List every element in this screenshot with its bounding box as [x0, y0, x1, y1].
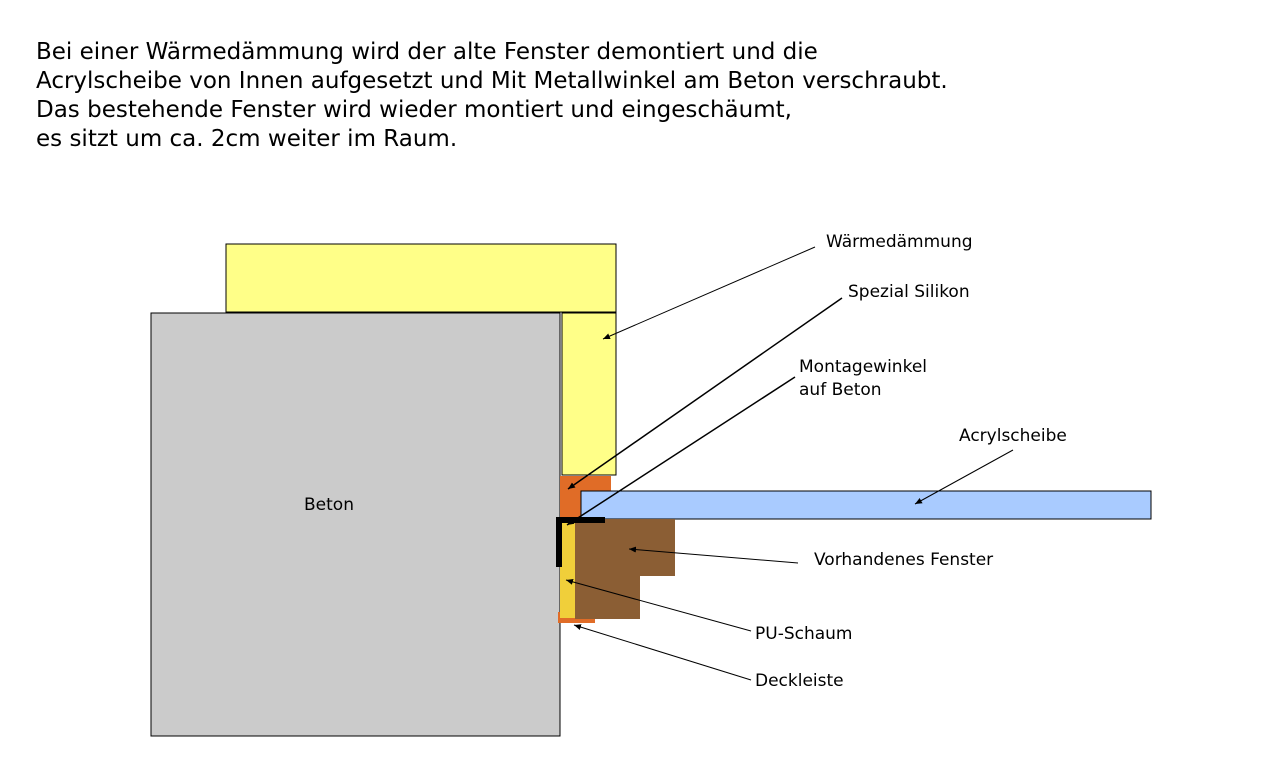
label-waermedaemmung: Wärmedämmung — [826, 232, 973, 252]
vorhandenes-fenster — [575, 519, 675, 619]
label-pu-schaum: PU-Schaum — [755, 624, 853, 644]
acrylscheibe — [580, 490, 1152, 520]
description-line-4: es sitzt um ca. 2cm weiter im Raum. — [36, 126, 458, 152]
montagewinkel — [556, 517, 605, 567]
leader-waermedaemmung — [602, 246, 816, 340]
label-beton: Beton — [304, 495, 354, 515]
leader-acrylscheibe — [914, 449, 1014, 505]
leader-vorhandenes-fenster — [628, 546, 799, 564]
label-acrylscheibe: Acrylscheibe — [959, 426, 1067, 446]
description-line-1: Bei einer Wärmedämmung wird der alte Fen… — [36, 39, 818, 65]
leader-pu-schaum — [565, 578, 752, 632]
label-deckleiste: Deckleiste — [755, 671, 844, 691]
description-line-3: Das bestehende Fenster wird wieder monti… — [36, 97, 792, 123]
leader-spezial-silikon — [567, 297, 843, 490]
description-line-2: Acrylscheibe von Innen aufgesetzt und Mi… — [36, 68, 948, 94]
label-montagewinkel-line1: Montagewinkel — [799, 357, 927, 377]
label-spezial-silikon: Spezial Silikon — [848, 282, 970, 302]
label-montagewinkel-line2: auf Beton — [799, 380, 882, 400]
description-text: Bei einer Wärmedämmung wird der alte Fen… — [36, 38, 1236, 154]
beton-block — [150, 312, 561, 737]
pu-schaum — [560, 520, 579, 618]
waermedaemmung-top — [225, 243, 617, 313]
leader-deckleiste — [573, 624, 752, 681]
waermedaemmung-side — [561, 312, 617, 476]
label-vorhandenes-fenster: Vorhandenes Fenster — [814, 550, 993, 570]
leader-montagewinkel — [566, 376, 796, 526]
